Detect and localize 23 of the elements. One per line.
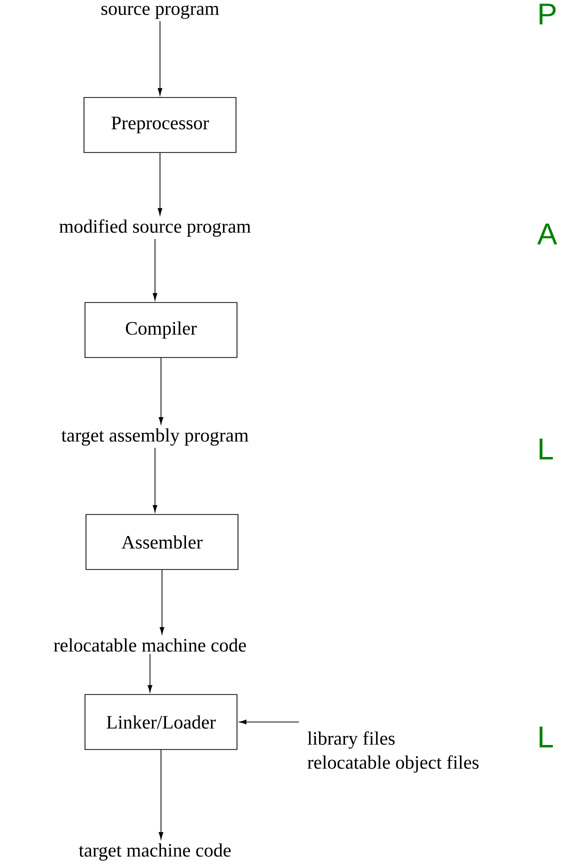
input-text: library files relocatable object files: [308, 731, 479, 773]
data-text: target assembly program: [61, 428, 248, 446]
process-box: Assembler: [86, 514, 238, 570]
arrow: [148, 654, 152, 692]
arrow: [239, 720, 300, 724]
arrow: [160, 570, 164, 634]
arrow: [158, 750, 164, 840]
data-text: relocatable machine code: [54, 638, 246, 652]
slide-letter: L: [540, 438, 553, 460]
slide-letter: L: [540, 726, 553, 748]
arrow: [152, 238, 158, 300]
slide-letter: A: [537, 224, 558, 244]
process-box: Linker/Loader: [84, 694, 238, 750]
data-text: target machine code: [78, 843, 231, 861]
arrow: [158, 152, 162, 216]
arrow: [152, 447, 158, 512]
process-box: Compiler: [84, 302, 238, 358]
arrow: [158, 20, 162, 96]
arrow: [158, 358, 164, 424]
process-box: Preprocessor: [84, 97, 236, 153]
data-text: modified source program: [59, 219, 251, 237]
data-text: source program: [101, 5, 220, 19]
slide-letter: P: [540, 4, 556, 24]
